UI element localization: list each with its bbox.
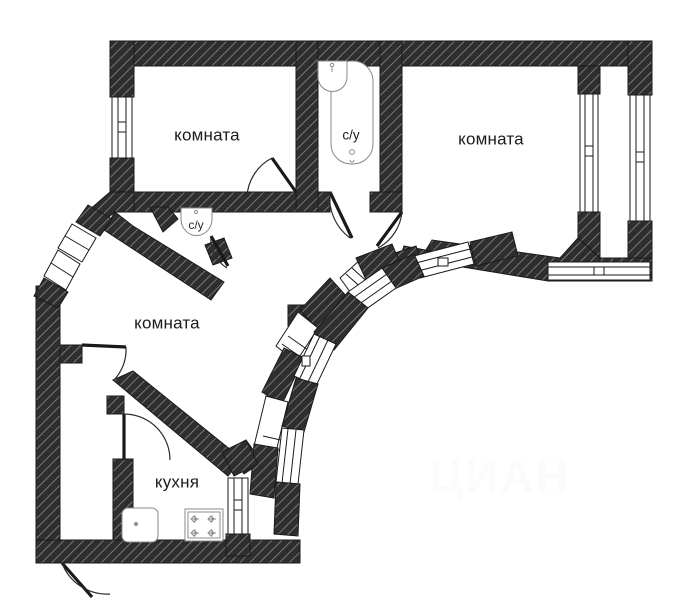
- door-arc-toilet: [210, 235, 228, 269]
- loggia-window-handle-bottom: [593, 266, 605, 276]
- door-arc-left-room: [112, 346, 127, 382]
- door-leaf-top-left-room[interactable]: [270, 157, 298, 193]
- structural-walls: [109, 40, 653, 282]
- bay-mullion-1: [64, 235, 90, 251]
- washbasin-tap-icon: [329, 62, 335, 68]
- balcony-inner-pier-1: [469, 231, 519, 267]
- window-right-room-to-loggia[interactable]: [579, 93, 599, 213]
- wall-right-exterior-a: [627, 40, 653, 96]
- wall-left-room-door-jamb: [59, 344, 83, 364]
- kitchen-pier: [221, 439, 259, 477]
- wall-bath-bottom-left: [317, 191, 331, 213]
- door-arc-kitchen-exterior: [61, 562, 111, 595]
- bathtub-tap-icon: [349, 159, 355, 163]
- door-arc-right-room: [377, 211, 403, 249]
- kitchen-fixtures: [121, 507, 224, 543]
- wall-bath-bottom-right: [369, 191, 403, 213]
- kitchen-sink-icon: [121, 507, 159, 543]
- loggia-window-handle: [635, 151, 645, 163]
- bay-mullion-2: [50, 262, 74, 278]
- wall-left-exterior-lower: [35, 285, 61, 541]
- balcony-inner-handle-2: [301, 355, 311, 367]
- window-handle: [117, 121, 127, 133]
- bathtub-drain-icon: [349, 149, 355, 155]
- bay-window-left: [33, 204, 113, 309]
- stove-icon: [184, 508, 224, 542]
- balcony-inner-arc: [273, 231, 519, 537]
- door-arc-bathroom: [329, 191, 351, 239]
- wall-kitchen-bottom: [35, 539, 301, 564]
- washbasin-icon: [317, 60, 348, 92]
- balcony-inner-pier-5: [273, 481, 301, 537]
- kitchen-window-handle: [233, 499, 243, 511]
- wall-loggia-inner-a: [577, 65, 601, 95]
- toilet-fixture: [180, 207, 213, 237]
- wall-partition-bath-room: [379, 40, 403, 213]
- door-leaf-kitchen-exterior[interactable]: [60, 561, 94, 599]
- door-leaf-left-room[interactable]: [81, 343, 127, 349]
- door-arc-kitchen: [123, 413, 171, 461]
- wall-partition-room-bath: [295, 40, 319, 213]
- bay-pier-bottom: [33, 277, 69, 309]
- watermark: ЦИАН: [429, 450, 570, 502]
- label-room-top-right: комната: [458, 129, 524, 148]
- label-room-left: комната: [134, 313, 200, 332]
- bay-pier-top: [75, 204, 113, 237]
- door-leaf-right-room[interactable]: [375, 211, 404, 247]
- loggia-glazing-bottom[interactable]: [547, 261, 651, 281]
- door-arc-top-left-room: [246, 157, 273, 198]
- loggia-glazing-right[interactable]: [629, 94, 651, 222]
- bathroom-fixtures: [317, 60, 374, 165]
- kitchen-pier-lower: [225, 533, 251, 557]
- kitchen-facade-windows[interactable]: [221, 439, 259, 557]
- label-kitchen: кухня: [155, 472, 199, 491]
- doors: [60, 157, 404, 599]
- kitchen-sink-drain-icon: [134, 522, 138, 526]
- balcony-inner-handle-1: [437, 257, 449, 267]
- window-top-left-room[interactable]: [111, 96, 133, 159]
- label-room-top-left: комната: [174, 125, 240, 144]
- room-labels: комната с/у комната с/у комната кухня: [134, 125, 524, 491]
- wall-kitchen-stub: [106, 395, 125, 415]
- wall-toilet-left: [149, 206, 179, 233]
- door-leaf-bathroom[interactable]: [328, 191, 354, 239]
- balcony-outer-pier-5: [249, 443, 279, 499]
- balcony-outer-arc: [249, 243, 425, 499]
- label-bathroom-main: с/у: [342, 128, 360, 143]
- label-toilet-small: с/у: [188, 218, 203, 232]
- wall-left-upper-a: [109, 40, 135, 98]
- stove-burners-icon: [190, 515, 216, 537]
- window-handle: [584, 145, 594, 157]
- toilet-icon: [180, 207, 213, 237]
- door-leaf-toilet[interactable]: [209, 235, 230, 267]
